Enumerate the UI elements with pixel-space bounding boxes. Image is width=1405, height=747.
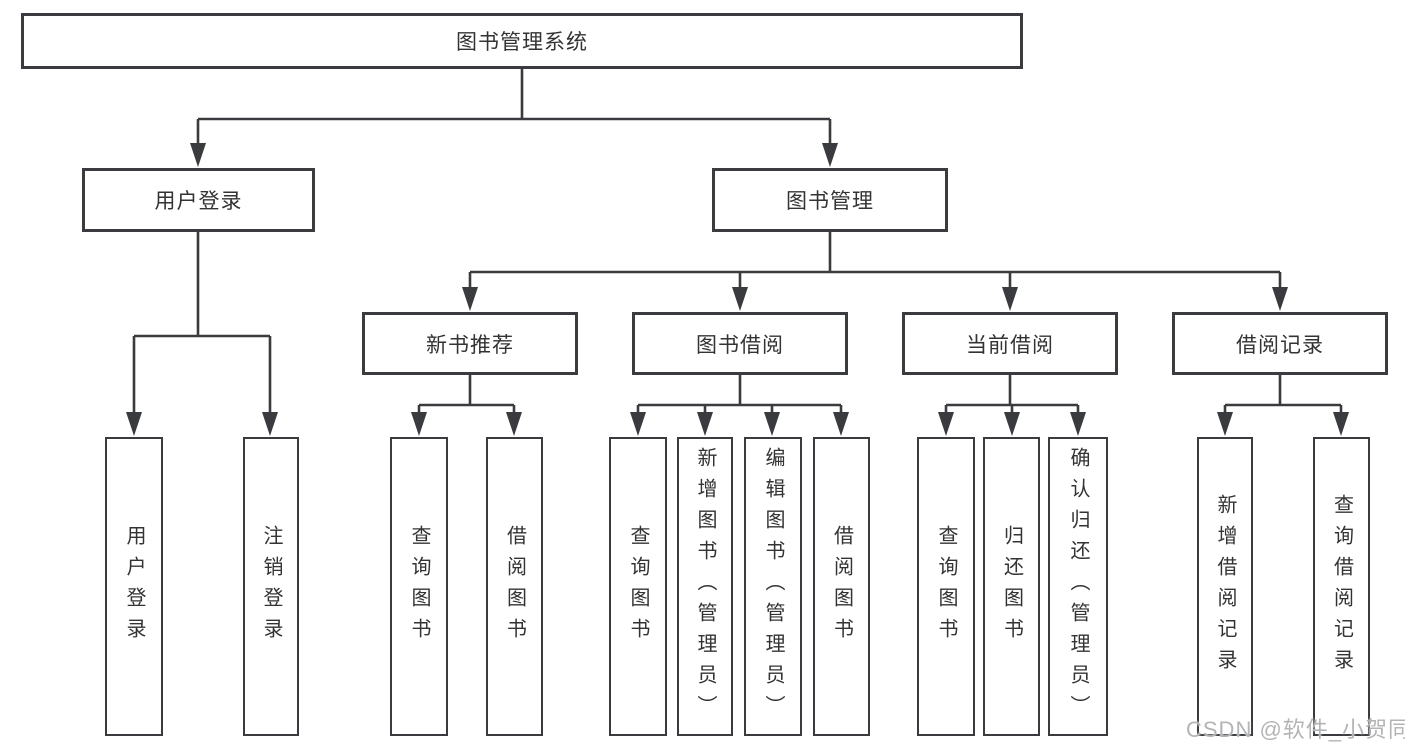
node-label: 新增借阅记录 (1214, 493, 1236, 680)
node-label: 注销登录 (260, 524, 282, 649)
node-book-management: 图书管理 (712, 168, 948, 232)
node-label: 当前借阅 (966, 333, 1054, 357)
node-user-login: 用户登录 (82, 168, 315, 232)
node-library-management-system: 图书管理系统 (21, 13, 1023, 69)
node-new-book-recommend: 新书推荐 (362, 312, 578, 375)
node-borrowing-records: 借阅记录 (1172, 312, 1388, 375)
node-label: 查询图书 (627, 524, 649, 649)
leaf-logout: 注销登录 (243, 437, 299, 736)
node-label: 用户登录 (123, 524, 145, 649)
node-label: 新增图书（管理员） (694, 447, 716, 726)
node-label: 查询图书 (935, 524, 957, 649)
arrowheads (126, 143, 1349, 436)
node-label: 查询借阅记录 (1330, 493, 1353, 680)
node-label: 借阅图书 (503, 524, 526, 649)
node-label: 借阅图书 (830, 524, 853, 649)
node-current-borrowing: 当前借阅 (902, 312, 1118, 375)
node-label: 图书管理 (786, 190, 874, 213)
leaf-nbr-query-books: 查询图书 (390, 437, 448, 736)
node-book-borrowing: 图书借阅 (632, 312, 848, 375)
leaf-br-query-record: 查询借阅记录 (1313, 437, 1370, 736)
leaf-bb-add-books-admin: 新增图书（管理员） (677, 437, 733, 736)
leaf-cb-query-books: 查询图书 (917, 437, 975, 736)
node-label: 确认归还（管理员） (1067, 447, 1089, 726)
node-label: 图书管理系统 (456, 31, 588, 54)
tree-edges (132, 69, 1343, 416)
leaf-bb-query-books: 查询图书 (609, 437, 667, 736)
csdn-watermark: CSDN @软件_小贺同学 (1186, 717, 1405, 742)
node-label: 图书借阅 (696, 333, 784, 357)
node-label: 归还图书 (1000, 524, 1023, 649)
leaf-nbr-borrow-books: 借阅图书 (486, 437, 543, 736)
node-label: 编辑图书（管理员） (762, 447, 784, 726)
node-label: 查询图书 (408, 524, 430, 649)
leaf-cb-return-books: 归还图书 (983, 437, 1040, 736)
leaf-bb-edit-books-admin: 编辑图书（管理员） (744, 437, 802, 736)
leaf-cb-confirm-return-admin: 确认归还（管理员） (1048, 437, 1108, 736)
leaf-br-add-record: 新增借阅记录 (1197, 437, 1253, 736)
node-label: 新书推荐 (426, 333, 514, 357)
leaf-user-login: 用户登录 (105, 437, 163, 736)
leaf-bb-borrow-books: 借阅图书 (813, 437, 870, 736)
node-label: 用户登录 (154, 190, 243, 213)
node-label: 借阅记录 (1236, 333, 1324, 357)
